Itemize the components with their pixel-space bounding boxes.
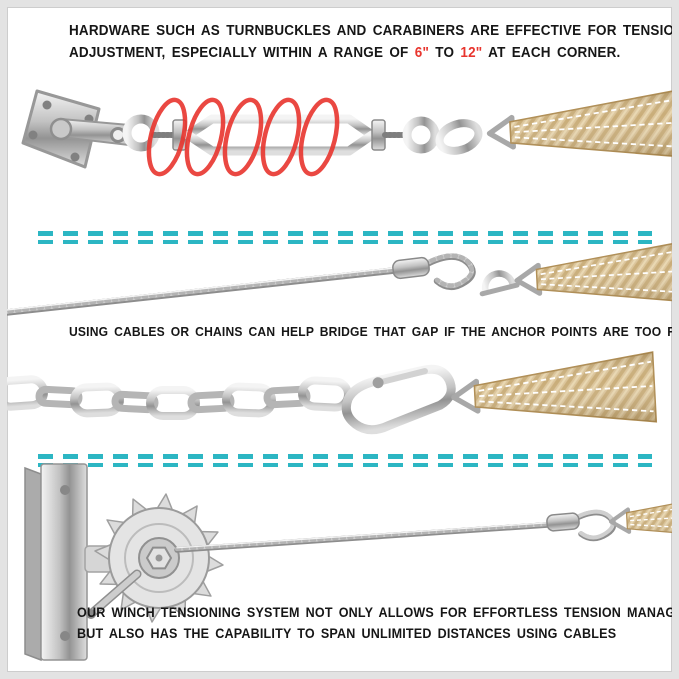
ratchet-gear xyxy=(94,493,224,623)
range-max-value: 12" xyxy=(460,45,483,61)
shackle xyxy=(479,270,520,297)
section-heading-hardware: HARDWARE SUCH AS TURNBUCKLES AND CARABIN… xyxy=(69,20,679,64)
range-min-value: 6" xyxy=(414,45,430,61)
turnbuckle-illustration xyxy=(21,69,679,177)
dashed-divider xyxy=(38,231,652,248)
section-heading-winch: OUR WINCH TENSIONING SYSTEM NOT ONLY ALL… xyxy=(77,602,679,644)
shade-sail-strap xyxy=(452,352,656,432)
chain-illustration xyxy=(7,345,679,453)
divider-dash-line xyxy=(38,231,652,236)
heading-line-1: OUR WINCH TENSIONING SYSTEM NOT ONLY ALL… xyxy=(77,605,679,620)
section-heading-bridge: USING CABLES OR CHAINS CAN HELP BRIDGE T… xyxy=(69,323,679,341)
cable-illustration xyxy=(7,243,679,335)
shade-sail-strap xyxy=(515,243,679,313)
winch-cable xyxy=(174,509,617,553)
divider-dash-line xyxy=(38,240,652,244)
steel-cable xyxy=(7,253,476,316)
shade-sail-strap xyxy=(488,88,679,168)
cable-ferrule xyxy=(392,256,430,280)
turnbuckle-hardware xyxy=(122,114,483,156)
winch-illustration xyxy=(24,463,679,662)
divider-dash-line xyxy=(38,463,652,467)
shade-sail-strap xyxy=(610,487,679,548)
heading-line: USING CABLES OR CHAINS CAN HELP BRIDGE T… xyxy=(69,324,679,339)
cable-ferrule xyxy=(546,512,580,532)
heading-line-2: BUT ALSO HAS THE CAPABILITY TO SPAN UNLI… xyxy=(77,626,617,641)
heading-line-1: HARDWARE SUCH AS TURNBUCKLES AND CARABIN… xyxy=(69,23,679,39)
range-connector: TO xyxy=(435,45,455,61)
heading-line-2: ADJUSTMENT, ESPECIALLY WITHIN A RANGE OF… xyxy=(69,42,672,64)
divider-dash-line xyxy=(38,454,652,459)
spring-coil-overlay xyxy=(146,97,340,177)
heading-line2-pre: ADJUSTMENT, ESPECIALLY WITHIN A RANGE OF xyxy=(69,45,409,61)
winch-pawl-lever xyxy=(86,569,142,619)
chain-links xyxy=(7,375,352,420)
carabiner xyxy=(341,364,456,435)
wall-plate-anchor xyxy=(21,89,130,169)
dashed-divider xyxy=(38,454,652,471)
heading-line2-post: AT EACH CORNER. xyxy=(488,45,621,61)
